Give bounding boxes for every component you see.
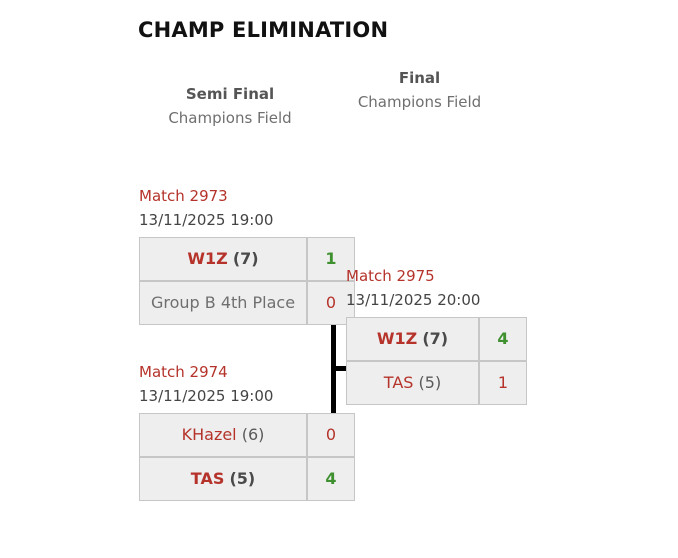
round-name: Final xyxy=(398,69,441,87)
match-date: 13/11/2025 19:00 xyxy=(139,211,274,229)
team-seed: (5) xyxy=(418,373,442,392)
team-cell[interactable]: W1Z (7) xyxy=(140,238,308,280)
page-title: CHAMP ELIMINATION xyxy=(138,18,389,42)
round-venue: Champions Field xyxy=(357,93,482,111)
score-cell: 1 xyxy=(480,360,526,404)
round-header-semi-final: Semi Final Champions Field xyxy=(139,84,321,132)
table-row[interactable]: KHazel (6) 0 xyxy=(140,414,354,456)
table-row[interactable]: TAS (5) 1 xyxy=(347,360,526,404)
team-cell[interactable]: KHazel (6) xyxy=(140,414,308,456)
table-row[interactable]: Group B 4th Place 0 xyxy=(140,280,354,324)
team-name: TAS xyxy=(383,373,414,392)
match-block-2974[interactable]: Match 2974 13/11/2025 19:00 KHazel (6) 0… xyxy=(139,362,355,501)
team-seed: (6) xyxy=(241,425,265,444)
score-cell: 4 xyxy=(308,456,354,500)
team-name: W1Z xyxy=(187,249,228,268)
team-cell[interactable]: TAS (5) xyxy=(140,456,308,500)
team-cell[interactable]: Group B 4th Place xyxy=(140,280,308,324)
team-name: W1Z xyxy=(376,329,418,348)
match-label[interactable]: Match 2975 xyxy=(346,267,435,285)
team-name: Group B 4th Place xyxy=(150,293,296,312)
match-table: KHazel (6) 0 TAS (5) 4 xyxy=(139,413,355,501)
team-seed: (7) xyxy=(422,329,449,348)
table-row[interactable]: W1Z (7) 4 xyxy=(347,318,526,360)
match-date: 13/11/2025 20:00 xyxy=(346,291,481,309)
match-block-2973[interactable]: Match 2973 13/11/2025 19:00 W1Z (7) 1 Gr… xyxy=(139,186,355,325)
match-table: W1Z (7) 1 Group B 4th Place 0 xyxy=(139,237,355,325)
match-block-2975[interactable]: Match 2975 13/11/2025 20:00 W1Z (7) 4 TA… xyxy=(346,266,527,405)
match-label[interactable]: Match 2973 xyxy=(139,187,228,205)
connector-stub-final xyxy=(331,366,346,371)
match-label[interactable]: Match 2974 xyxy=(139,363,228,381)
table-row[interactable]: W1Z (7) 1 xyxy=(140,238,354,280)
round-name: Semi Final xyxy=(185,85,275,103)
score-cell: 4 xyxy=(480,318,526,360)
score-cell: 0 xyxy=(308,414,354,456)
team-cell[interactable]: TAS (5) xyxy=(347,360,480,404)
table-row[interactable]: TAS (5) 4 xyxy=(140,456,354,500)
match-table: W1Z (7) 4 TAS (5) 1 xyxy=(346,317,527,405)
team-name: KHazel xyxy=(181,425,237,444)
score-cell: 0 xyxy=(308,280,354,324)
connector-spine xyxy=(331,278,336,465)
match-date: 13/11/2025 19:00 xyxy=(139,387,274,405)
round-header-final: Final Champions Field xyxy=(352,68,487,116)
team-seed: (7) xyxy=(232,249,259,268)
team-name: TAS xyxy=(190,469,225,488)
round-venue: Champions Field xyxy=(168,109,292,127)
score-cell: 1 xyxy=(308,238,354,280)
team-cell[interactable]: W1Z (7) xyxy=(347,318,480,360)
team-seed: (5) xyxy=(229,469,256,488)
